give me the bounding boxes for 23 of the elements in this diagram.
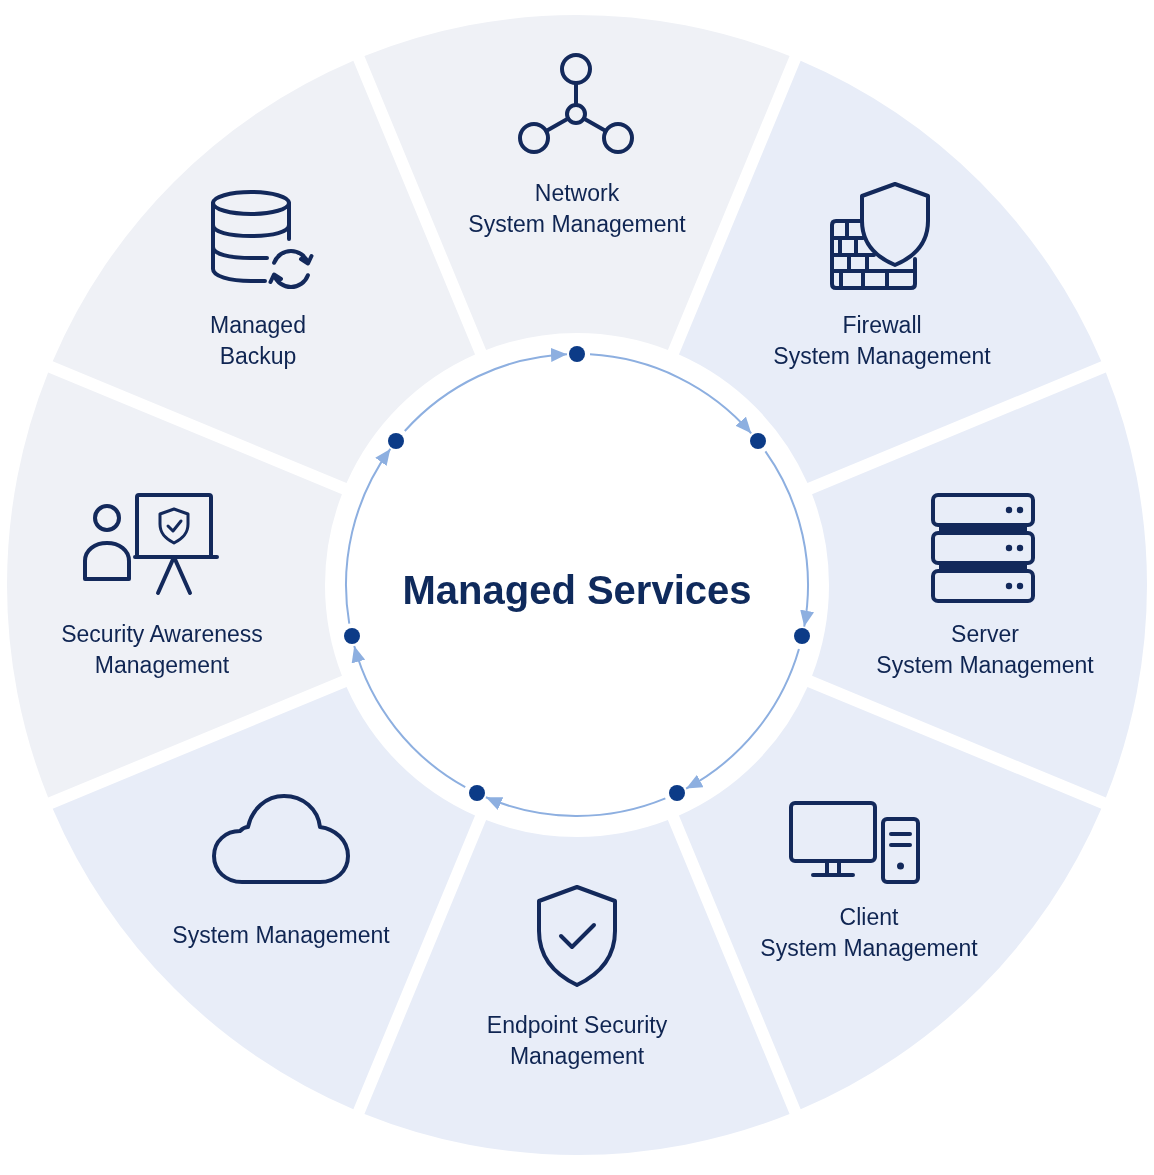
segment-label: Client System Management <box>760 903 978 963</box>
curved-arrow <box>589 353 753 435</box>
curved-arrow <box>352 645 467 789</box>
curved-arrow <box>764 450 814 628</box>
dot-icon <box>388 432 405 449</box>
hub-title: Managed Services <box>402 567 752 614</box>
segment-label: Network System Management <box>468 179 686 239</box>
dot-icon <box>468 785 485 802</box>
curved-arrow <box>403 348 568 433</box>
segment-label: Security Awareness Management <box>61 620 263 680</box>
dot-icon <box>794 628 811 645</box>
segment-label: Server System Management <box>876 620 1094 680</box>
curved-arrow <box>685 648 800 790</box>
segment-label: Endpoint Security Management <box>486 1011 668 1071</box>
dot-icon <box>343 628 360 645</box>
segment-label: Managed Backup <box>210 311 306 371</box>
curved-arrow <box>484 796 667 817</box>
dot-icon <box>569 346 585 362</box>
curved-arrow <box>345 447 392 625</box>
segment-label: System Management <box>172 920 390 950</box>
dot-icon <box>669 785 686 802</box>
segment-label: Firewall System Management <box>773 311 991 371</box>
dot-icon <box>749 432 766 449</box>
